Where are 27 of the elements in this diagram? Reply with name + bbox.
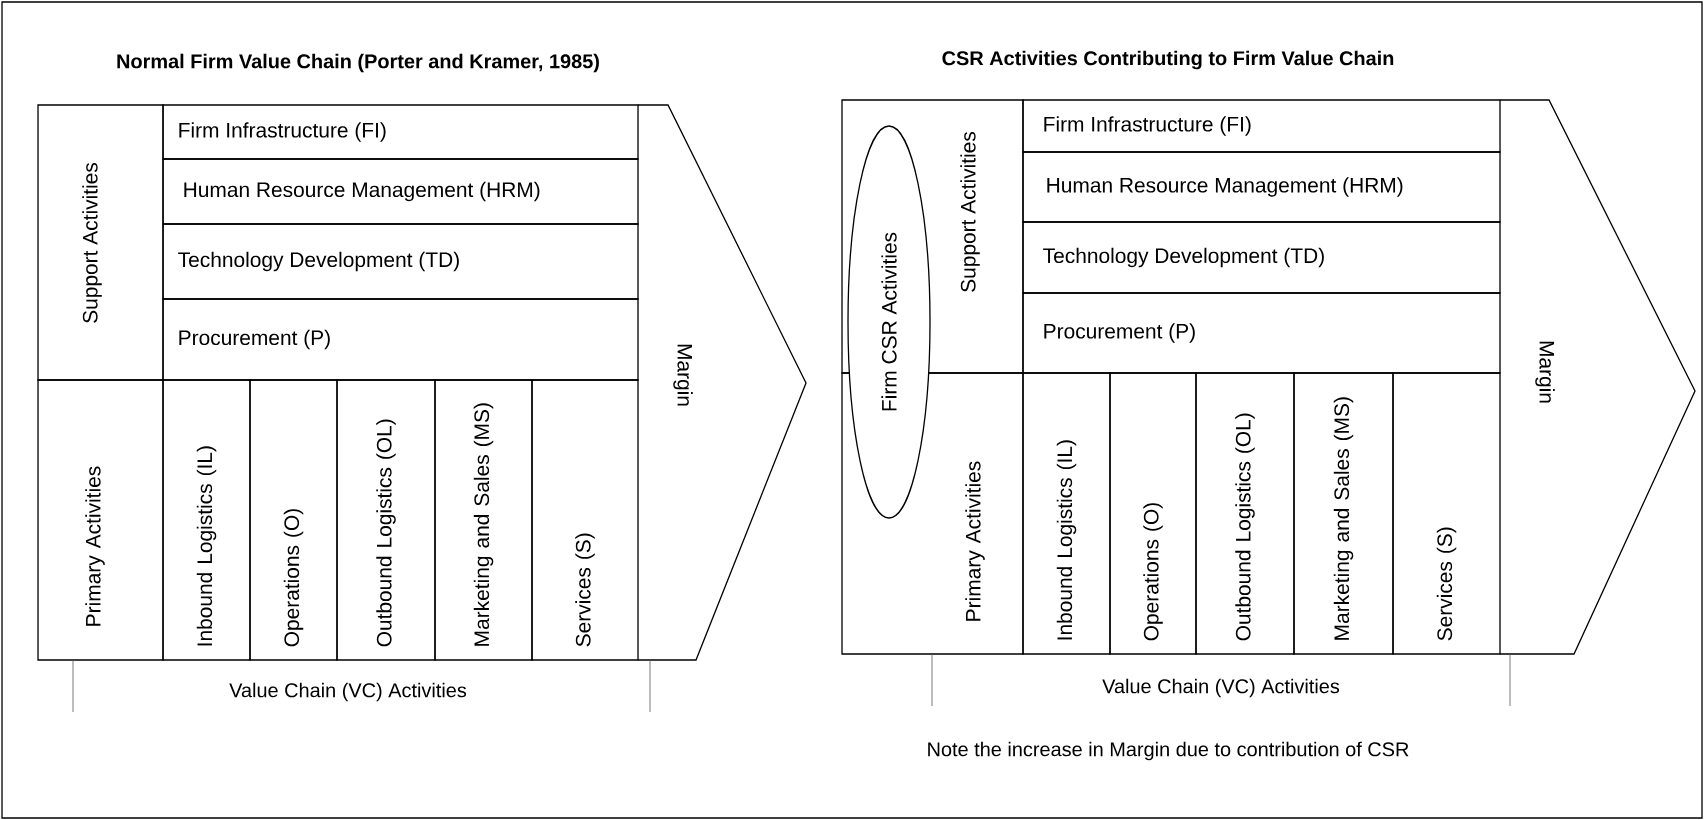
axis-caption: Value Chain (VC) Activities: [229, 682, 467, 702]
activity-cell: Technology Development (TD): [162, 223, 639, 300]
activity-cell: Procurement (P): [162, 298, 639, 381]
activity-cell: Firm Infrastructure (FI): [1022, 99, 1501, 153]
activity-cell: Primary Activities: [37, 379, 164, 661]
activity-cell: Operations (O): [1109, 372, 1197, 655]
activity-cell: Operations (O): [249, 379, 338, 661]
activity-cell: Inbound Logistics (IL): [162, 379, 251, 661]
margin-chevron: Margin: [1499, 99, 1696, 655]
activity-cell: Firm Infrastructure (FI): [162, 104, 639, 160]
activity-cell: Outbound Logistics (OL): [336, 379, 436, 661]
activity-cell: Services (S): [531, 379, 639, 661]
heading: Normal Firm Value Chain (Porter and Kramer, 1985): [117, 53, 599, 73]
activity-cell: Services (S): [1392, 372, 1501, 655]
activity-cell: Inbound Logistics (IL): [1022, 372, 1111, 655]
activity-cell: Human Resource Management (HRM): [162, 158, 639, 225]
activity-cell: Outbound Logistics (OL): [1195, 372, 1295, 655]
activity-cell: Procurement (P): [1022, 292, 1501, 374]
activity-cell: Marketing and Sales (MS): [1293, 372, 1394, 655]
activity-cell: Marketing and Sales (MS): [434, 379, 533, 661]
axis-caption: Value Chain (VC) Activities: [1102, 678, 1340, 698]
activity-cell: Support Activities: [37, 104, 164, 381]
activity-cell: Human Resource Management (HRM): [1022, 151, 1501, 223]
margin-chevron: Margin: [637, 104, 807, 661]
note: Note the increase in Margin due to contribution of CSR: [928, 741, 1409, 761]
activity-cell: Technology Development (TD): [1022, 221, 1501, 294]
heading: CSR Activities Contributing to Firm Value Chain: [942, 50, 1394, 70]
